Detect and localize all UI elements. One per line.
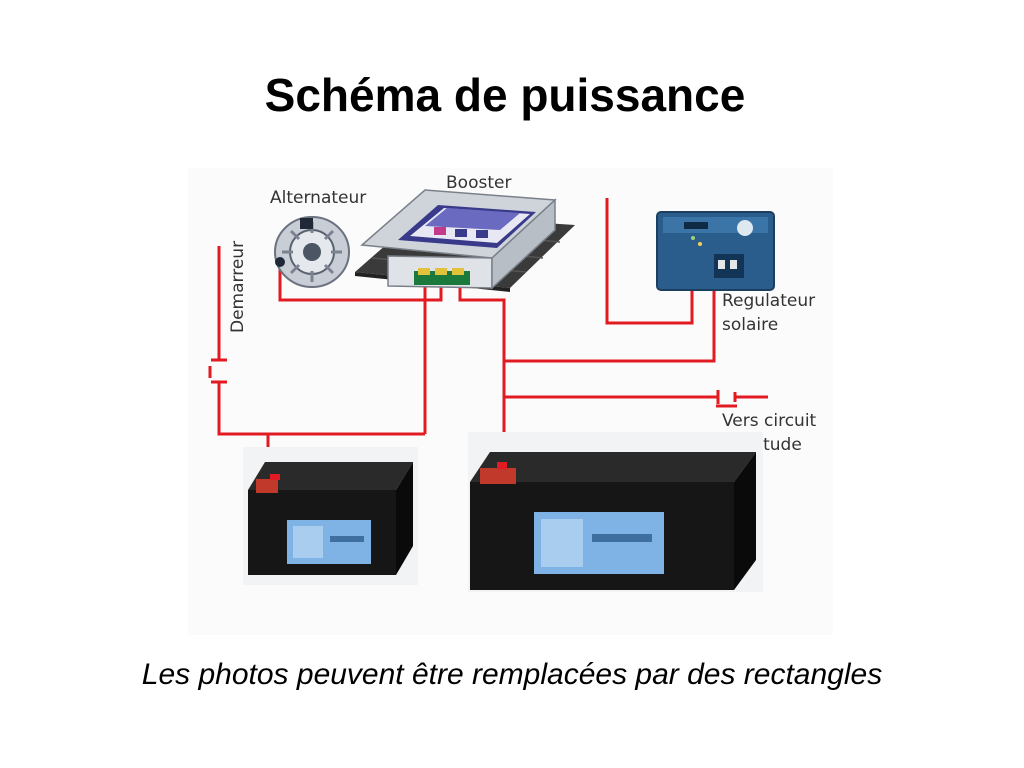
label-regulator-line1: Regulateur	[722, 291, 815, 311]
booster-icon	[355, 189, 575, 292]
label-booster: Booster	[446, 173, 511, 193]
wire-starter-lower	[217, 382, 425, 436]
wire-regulator-in	[504, 290, 716, 363]
switch-symbol	[208, 358, 227, 384]
wire-solar-panel	[605, 198, 694, 325]
service-terminal-symbol	[716, 390, 737, 408]
wire-booster-out-2	[278, 268, 443, 302]
caption: Les photos peuvent être remplacées par d…	[141, 658, 883, 691]
service-battery-icon	[468, 432, 763, 592]
label-service-line1: Vers circuit	[722, 411, 817, 431]
wiring	[217, 198, 768, 478]
label-regulator-line2: solaire	[722, 315, 778, 335]
label-starter: Demarreur	[228, 241, 248, 333]
solar-regulator-icon	[656, 211, 775, 291]
wire-booster-out-3	[458, 284, 506, 460]
start-battery-icon	[243, 447, 418, 585]
alternator-icon	[274, 216, 350, 288]
label-alternator: Alternateur	[270, 188, 366, 208]
slide-title: Schéma de puissance	[264, 69, 746, 121]
